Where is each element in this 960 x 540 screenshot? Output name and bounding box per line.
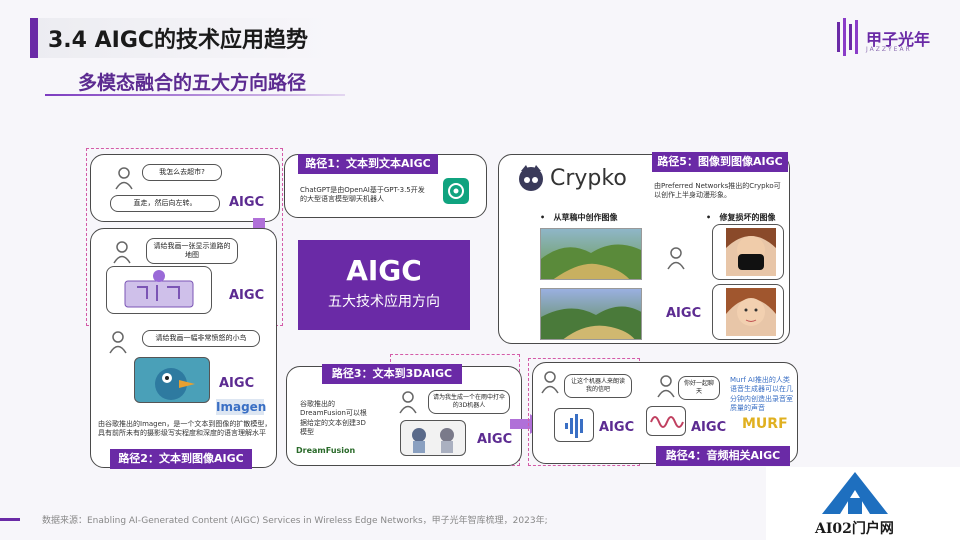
- path1-tag: 路径1：文本到文本AIGC: [298, 154, 438, 174]
- watermark-text: AI02门户网: [815, 521, 894, 537]
- path1-aigc-label: AIGC: [229, 195, 265, 210]
- path5-col1-text: 从草稿中创作图像: [553, 213, 618, 222]
- path2-aigc1-label: AIGC: [229, 288, 265, 303]
- watermark-box: [766, 467, 960, 540]
- user-icon: [399, 391, 417, 414]
- path4-tag: 路径4：音频相关AIGC: [656, 446, 790, 466]
- imagen-brand: Imagen: [216, 399, 267, 415]
- title-bar-bg: [30, 18, 330, 58]
- user-icon: [113, 241, 131, 264]
- audio-wave-icon: [565, 414, 583, 438]
- path3-question-bubble: 请为我生成一个在雨中打伞的3D机器人: [428, 390, 510, 414]
- user-icon: [657, 375, 675, 398]
- path4-aigc2-label: AIGC: [691, 420, 727, 435]
- user-icon: [115, 167, 133, 190]
- path2-aigc2-label: AIGC: [219, 376, 255, 391]
- robot-3d-image: [400, 420, 466, 456]
- page-title: 3.4 AIGC的技术应用趋势: [48, 28, 309, 53]
- map-image-frame: [106, 266, 212, 314]
- page-subtitle: 多模态融合的五大方向路径: [78, 72, 307, 94]
- watermark-logo-icon: [822, 472, 888, 514]
- center-title-box: AIGC 五大技术应用方向: [298, 240, 470, 330]
- path2-question2-bubble: 请给我画一幅非常愤怒的小鸟: [142, 330, 260, 348]
- crypko-avatar-icon: [519, 165, 543, 191]
- path4-description: Murf AI推出的人类语音生成器可以在几分钟内创造出录音室质量的声音: [730, 376, 793, 413]
- path3-aigc-label: AIGC: [477, 432, 513, 447]
- path4-question1-bubble: 让这个机器人来朗读我的信吧: [564, 374, 632, 398]
- path1-question-bubble: 我怎么去超市?: [142, 164, 222, 182]
- user-icon: [541, 371, 559, 394]
- restored-face-image: [726, 288, 776, 336]
- generated-landscape-image: [540, 288, 642, 340]
- chatgpt-logo-icon: [443, 178, 469, 204]
- path5-tag: 路径5：图像到图像AIGC: [652, 152, 788, 172]
- user-icon: [667, 247, 685, 270]
- logo-bars-icon: [837, 18, 858, 56]
- subtitle-underline: [45, 94, 345, 96]
- logo-text: 甲子光年: [866, 30, 931, 49]
- audio-wave-frame: [554, 408, 594, 442]
- path5-description: 由Preferred Networks推出的Crypko可以创作上半身动漫形象。: [654, 182, 781, 200]
- voice-wave-frame: [646, 406, 686, 436]
- path1-answer-bubble: 直走，然后向左转。: [110, 195, 220, 213]
- path5-col1-label: • 从草稿中创作图像: [540, 213, 618, 222]
- damaged-face-image: [726, 228, 776, 276]
- brand-logo: 甲子光年 JAZZYEAR: [836, 18, 936, 58]
- path5-aigc-label: AIGC: [666, 306, 702, 321]
- center-sub-label: 五大技术应用方向: [328, 294, 440, 310]
- path1-description: ChatGPT是由OpenAI基于GPT-3.5开发的大型语言模型聊天机器人: [300, 186, 425, 204]
- crypko-brand: Crypko: [550, 166, 627, 191]
- footer-accent: [0, 518, 20, 521]
- user-icon: [109, 331, 127, 354]
- murf-brand: MURF: [742, 416, 788, 432]
- path2-question1-bubble: 请给我画一张显示道路的地图: [146, 238, 238, 265]
- path2-description: 由谷歌推出的Imagen，是一个文本到图像的扩散模型，具有前所未有的摄影级写实程…: [98, 420, 272, 438]
- path5-col2-label: • 修复损坏的图像: [706, 213, 776, 222]
- path5-col2-text: 修复损坏的图像: [719, 213, 776, 222]
- path3-description: 谷歌推出的DreamFusion可以根据给定的文本创建3D模型: [300, 400, 367, 437]
- path4-question2-bubble: 你好一起聊天: [678, 376, 720, 400]
- title-accent: [30, 18, 38, 58]
- map-icon: [124, 270, 194, 308]
- logo-subtext: JAZZYEAR: [866, 46, 912, 53]
- sketch-landscape-image: [540, 228, 642, 280]
- dreamfusion-brand: DreamFusion: [296, 446, 356, 455]
- path4-aigc1-label: AIGC: [599, 420, 635, 435]
- angry-bird-image: [134, 357, 210, 403]
- path2-tag: 路径2：文本到图像AIGC: [110, 449, 252, 469]
- voice-wave-icon: [650, 416, 684, 428]
- footer-source: 数据来源：Enabling AI-Generated Content (AIGC…: [42, 516, 548, 526]
- path3-tag: 路径3：文本到3DAIGC: [322, 364, 462, 384]
- center-main-label: AIGC: [346, 254, 422, 287]
